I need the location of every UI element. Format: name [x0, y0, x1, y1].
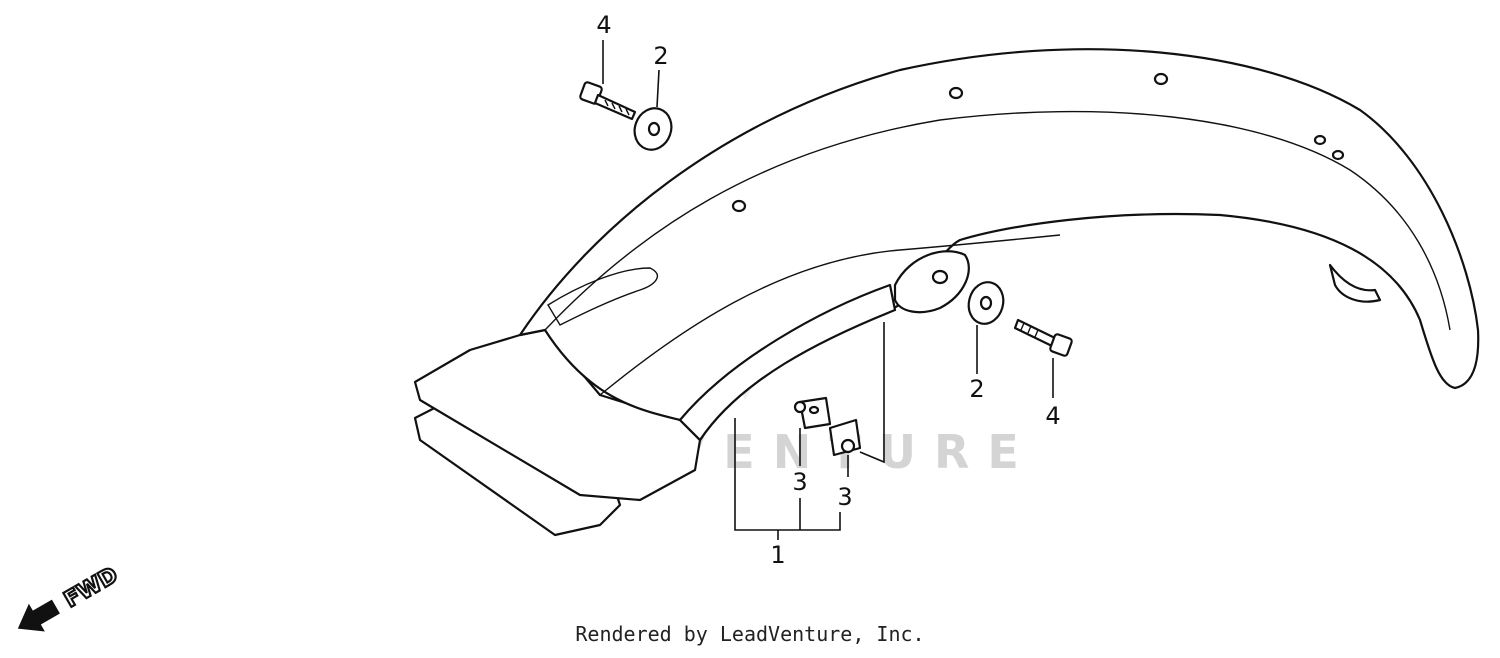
bolt-top: [579, 81, 637, 121]
callout-fender: 1: [770, 541, 785, 569]
fwd-label: FWD: [60, 563, 122, 613]
leader-lines: [602, 40, 1054, 540]
washer-top: [633, 107, 673, 151]
callout-bolt-right: 4: [1045, 402, 1060, 430]
bolt-right: [1013, 318, 1073, 357]
washer-right: [967, 281, 1005, 325]
footer-credit: Rendered by LeadVenture, Inc.: [575, 622, 925, 646]
clip-right: [828, 418, 862, 457]
callout-bolt-top: 4: [596, 11, 611, 39]
callout-washer-top: 2: [653, 42, 668, 70]
clip-left: [793, 396, 832, 430]
callout-washer-right: 2: [969, 375, 984, 403]
callout-clip-left: 3: [792, 468, 807, 496]
callout-clip-right: 3: [837, 483, 852, 511]
rear-fender: [413, 48, 1480, 537]
